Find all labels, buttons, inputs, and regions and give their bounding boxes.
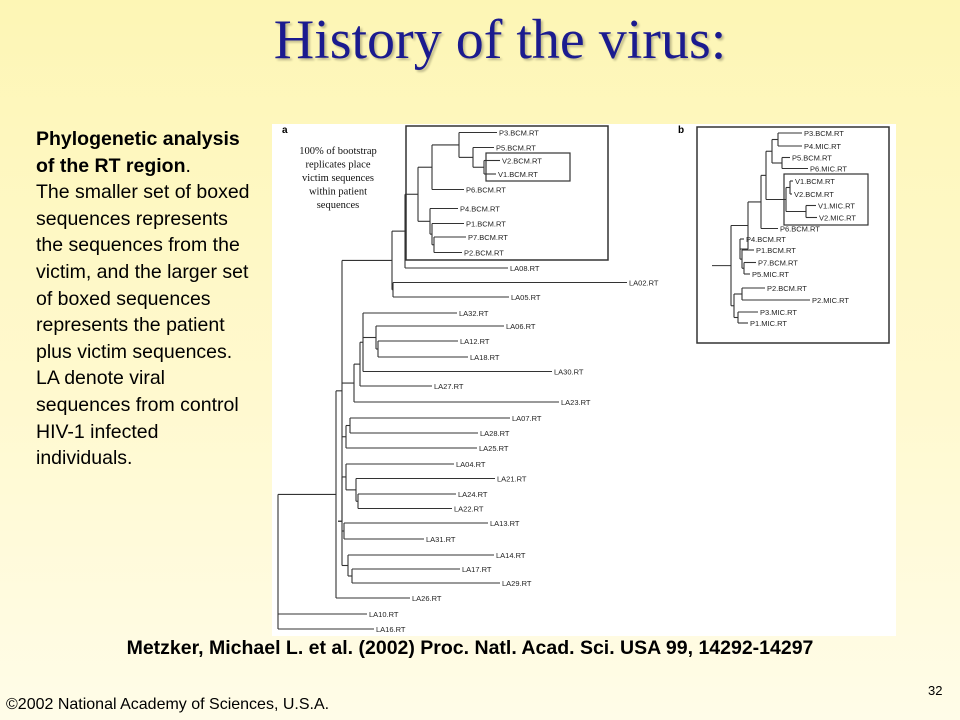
tree-leaf-label: P4.BCM.RT [460, 205, 500, 214]
tree-leaf-label: LA22.RT [454, 505, 484, 514]
panel-a-letter: a [282, 125, 288, 136]
tree-leaf-label: LA02.RT [629, 279, 659, 288]
tree-leaf-label: LA06.RT [506, 322, 536, 331]
tree-leaf-label: P2.BCM.RT [464, 249, 504, 258]
tree-leaf-label: P5.BCM.RT [496, 144, 536, 153]
tree-leaf-label: LA29.RT [502, 579, 532, 588]
tree-a: P3.BCM.RT P5.BCM.RT V2.BCM.RT V1.BCM.RT P6.B… [277, 125, 659, 634]
victim-box-b [783, 173, 869, 226]
bootstrap-annotation: 100% of bootstrap replicates place victim … [299, 146, 377, 211]
tree-leaf-label: LA04.RT [456, 460, 486, 469]
phylogenetic-tree-svg: a b 100% of bootstrap replicates place vic… [277, 125, 890, 634]
tree-leaf-label: P7.BCM.RT [468, 233, 508, 242]
annotation-line: within patient [309, 187, 367, 198]
tree-leaf-label: LA21.RT [497, 475, 527, 484]
tree-leaf-label: LA24.RT [458, 490, 488, 499]
tree-leaf-label: LA12.RT [460, 337, 490, 346]
copyright-notice: ©2002 National Academy of Sciences, U.S.… [6, 696, 330, 713]
tree-leaf-label: LA28.RT [480, 429, 510, 438]
slide-title: History of the virus: [273, 9, 727, 71]
description-period: . [185, 154, 191, 177]
tree-leaf-label: LA08.RT [510, 264, 540, 273]
tree-leaf-label: LA17.RT [462, 565, 492, 574]
tree-leaf-label: LA07.RT [512, 414, 542, 423]
tree-leaf-label: P2.BCM.RT [767, 284, 807, 293]
page-number: 32 [928, 683, 943, 698]
tree-leaf-label: V1.MIC.RT [818, 202, 855, 211]
description-body: The smaller set of boxed sequences repre… [36, 181, 250, 470]
tree-leaf-label: P1.BCM.RT [466, 220, 506, 229]
annotation-line: 100% of bootstrap [299, 146, 377, 157]
tree-leaf-label: LA16.RT [376, 625, 406, 634]
tree-leaf-label: P1.MIC.RT [750, 319, 787, 328]
tree-leaf-label: V1.BCM.RT [795, 177, 835, 186]
annotation-line: victim sequences [302, 173, 374, 184]
annotation-line: replicates place [306, 160, 371, 171]
citation: Metzker, Michael L. et al. (2002) Proc. … [126, 637, 814, 659]
tree-leaf-label: LA25.RT [479, 444, 509, 453]
tree-leaf-label: LA05.RT [511, 293, 541, 302]
tree-leaf-label: P4.BCM.RT [746, 235, 786, 244]
tree-leaf-label: P6.MIC.RT [810, 165, 847, 174]
tree-leaf-label: P3.BCM.RT [499, 129, 539, 138]
tree-leaf-label: V2.BCM.RT [502, 157, 542, 166]
tree-leaf-label: V2.MIC.RT [819, 214, 856, 223]
tree-leaf-label: P5.BCM.RT [792, 154, 832, 163]
tree-leaf-label: LA14.RT [496, 551, 526, 560]
tree-leaf-label: LA26.RT [412, 594, 442, 603]
tree-leaf-label: P4.MIC.RT [804, 142, 841, 151]
tree-leaf-label: P3.BCM.RT [804, 129, 844, 138]
tree-leaf-label: P5.MIC.RT [752, 270, 789, 279]
tree-leaf-label: P1.BCM.RT [756, 246, 796, 255]
description-heading: Phylogenetic analysis of the RT region [36, 128, 240, 177]
tree-leaf-label: V2.BCM.RT [794, 190, 834, 199]
tree-leaf-label: P6.BCM.RT [466, 186, 506, 195]
patient-victim-box-a [405, 125, 609, 261]
tree-leaf-label: P6.BCM.RT [780, 225, 820, 234]
tree-leaf-label: LA18.RT [470, 353, 500, 362]
tree-leaf-label: LA31.RT [426, 535, 456, 544]
phylogenetic-tree-figure: a b 100% of bootstrap replicates place vic… [272, 124, 896, 636]
patient-victim-box-b [696, 126, 890, 344]
victim-box-a [485, 152, 571, 182]
annotation-line: sequences [317, 200, 360, 211]
tree-leaf-label: LA13.RT [490, 519, 520, 528]
tree-leaf-label: V1.BCM.RT [498, 170, 538, 179]
tree-b: P3.BCM.RT P4.MIC.RT P5.BCM.RT P6.MIC.RT V1.B… [696, 126, 890, 344]
tree-leaf-label: LA23.RT [561, 398, 591, 407]
tree-leaf-label: P7.BCM.RT [758, 259, 798, 268]
tree-leaf-label: LA10.RT [369, 610, 399, 619]
panel-b-letter: b [678, 125, 684, 136]
tree-leaf-label: LA32.RT [459, 309, 489, 318]
tree-leaf-label: LA30.RT [554, 368, 584, 377]
description-text: Phylogenetic analysis of the RT region. T… [36, 126, 258, 472]
tree-leaf-label: LA27.RT [434, 382, 464, 391]
tree-leaf-label: P2.MIC.RT [812, 296, 849, 305]
tree-leaf-label: P3.MIC.RT [760, 308, 797, 317]
